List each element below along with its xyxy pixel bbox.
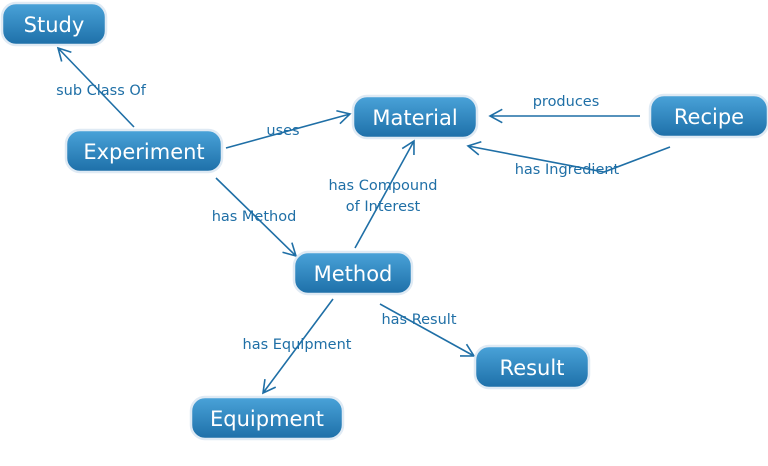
edge-experiment-material-uses-label: uses [266,123,299,139]
edge-method-result-has-result-label: has Result [381,312,456,328]
node-equipment-box [189,395,345,441]
node-experiment: Experiment [64,128,224,174]
edge-experiment-study-sub-class-of-label: sub Class Of [56,83,147,99]
node-study-box [0,1,108,47]
edge-method-material-has-compound-of-interest-label: has Compound [328,178,437,194]
node-recipe-box [648,93,768,139]
node-equipment: Equipment [189,395,345,441]
edge-recipe-material-produces-arrow [488,108,640,124]
node-material-box [351,94,479,140]
node-experiment-box [64,128,224,174]
node-material-label: Material [372,106,457,130]
edge-experiment-study-sub-class-of-arrow [56,46,135,128]
node-result-box [473,344,591,390]
node-study: Study [0,1,108,47]
edge-method-material-has-compound-of-interest-label: of Interest [346,199,421,215]
node-recipe: Recipe [648,93,768,139]
edge-experiment-material-uses-arrow [225,109,352,149]
edge-experiment-method-has-method-arrow [215,177,298,258]
edge-method-material-has-compound-of-interest-arrow [354,139,415,249]
node-equipment-label: Equipment [210,407,324,431]
edge-method-result-has-result-arrow [379,303,476,357]
edge-recipe-material-has-ingredient-arrow [466,140,671,173]
node-experiment-label: Experiment [83,140,204,164]
node-method: Method [292,250,414,296]
edge-labels-layer: sub Class Of uses produces has Ingredient ha… [56,83,619,353]
edges-layer [56,46,671,395]
edge-recipe-material-produces-label: produces [533,94,600,110]
edge-experiment-method-has-method-label: has Method [212,209,297,225]
node-result-label: Result [500,356,565,380]
edge-method-equipment-has-equipment-label: has Equipment [243,337,352,353]
edge-recipe-material-has-ingredient-label: has Ingredient [515,162,620,178]
node-recipe-label: Recipe [674,105,744,129]
node-method-box [292,250,414,296]
node-method-label: Method [314,262,393,286]
node-study-label: Study [24,13,85,37]
node-result: Result [473,344,591,390]
node-material: Material [351,94,479,140]
edge-method-equipment-has-equipment-arrow [262,298,334,395]
